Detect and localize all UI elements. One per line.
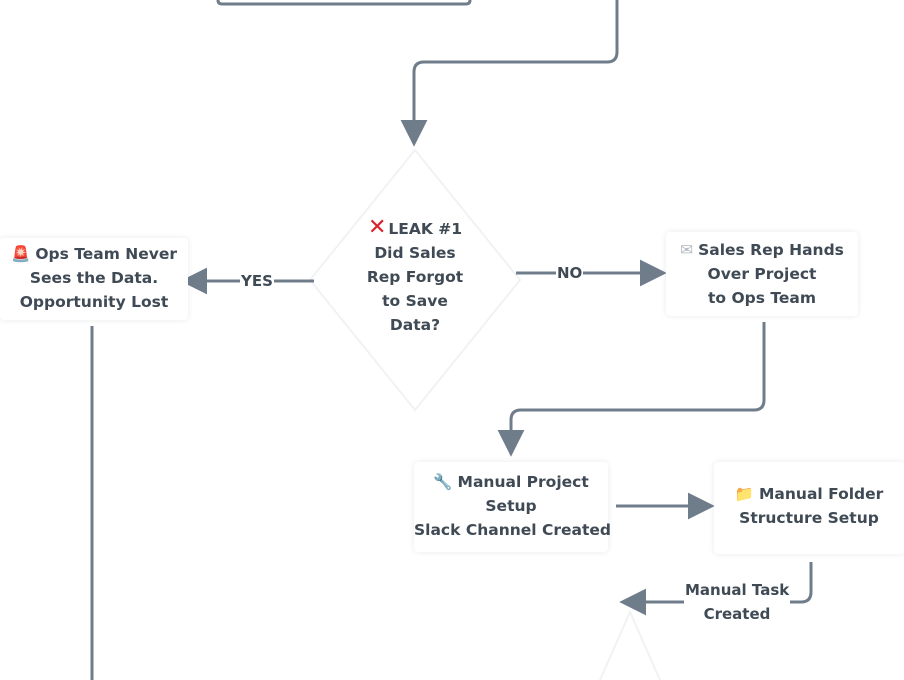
leak-decision-text: ✕LEAK #1 Did Sales Rep Forgot to Save Da… [350,216,480,337]
node-sales-handover[interactable] [666,232,858,316]
wrench-icon: 🔧 [433,473,453,491]
node-manual-folder-text: 📁 Manual Folder Structure Setup [714,482,904,530]
bottom-decision-diamond[interactable] [599,609,661,680]
folder-icon: 📁 [734,485,754,503]
folder-line2: Structure Setup [739,509,879,527]
node-manual-folder[interactable] [714,462,904,554]
leak-line2: Did Sales [374,244,456,262]
node-ops-never[interactable] [0,238,188,320]
project-line2: Setup [485,497,537,515]
handover-line3: to Ops Team [708,289,816,307]
leak-line5: Data? [389,316,441,334]
task-label-line1: Manual Task [685,581,790,599]
ops-never-line3: Opportunity Lost [19,293,169,311]
ops-never-line1: Ops Team Never [35,245,177,263]
edge-no-label: NO [556,261,584,285]
handover-line1: Sales Rep Hands [698,241,844,259]
edge-task-label: Manual Task Created [684,578,790,626]
leak-line3: Rep Forgot [366,268,464,286]
edge-folder-task [619,562,813,616]
top-node-edge [216,0,472,6]
edge-yes-label: YES [240,269,274,293]
node-manual-project[interactable] [414,462,608,552]
folder-line1: Manual Folder [759,485,884,503]
handover-line2: Over Project [707,265,817,283]
task-label-line2: Created [703,605,771,623]
node-ops-never-text: 🚨Ops Team Never Sees the Data. Opportuni… [0,242,188,314]
edge-top-to-decision [400,0,619,147]
leak-title: LEAK #1 [388,220,463,238]
project-line3: Slack Channel Created [414,521,611,539]
node-sales-handover-text: ✉Sales Rep Hands Over Project to Ops Tea… [666,238,858,310]
leak-decision-diamond[interactable] [308,148,522,412]
siren-icon: 🚨 [11,245,31,263]
node-manual-project-text: 🔧Manual Project Setup Slack Channel Crea… [414,470,611,542]
envelope-icon: ✉ [680,241,694,259]
leak-line4: to Save [382,292,448,310]
cross-mark-icon: ✕ [367,215,387,240]
project-line1: Manual Project [457,473,589,491]
ops-never-line2: Sees the Data. [29,269,159,287]
edge-handover-to-project [497,322,766,457]
